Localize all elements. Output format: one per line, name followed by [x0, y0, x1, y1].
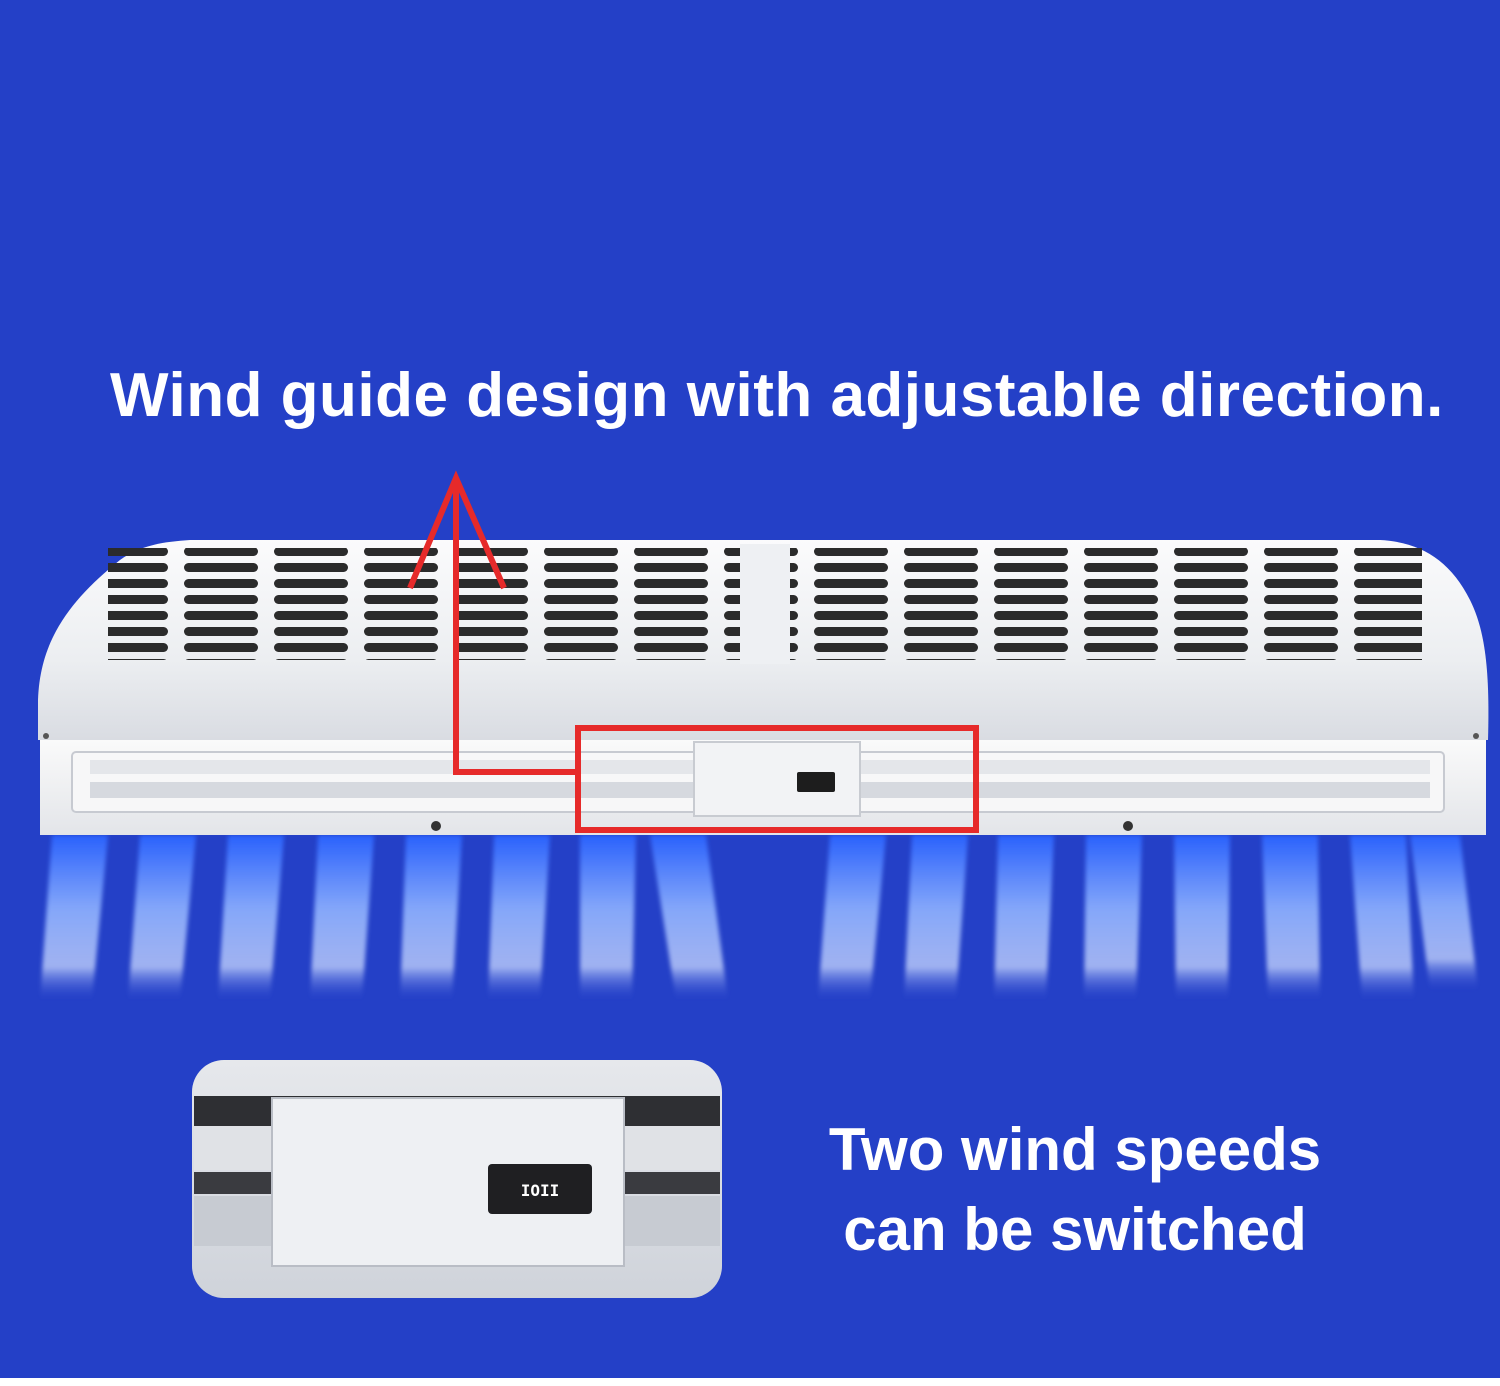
airflow-stream [994, 835, 1054, 1000]
caption: Two wind speeds can be switched [795, 1110, 1355, 1270]
vent-grille-left [108, 548, 740, 660]
vent-grille-right [790, 548, 1422, 660]
airflow-streams [40, 835, 1478, 1000]
center-divider [740, 544, 790, 664]
rocker-switch-icon [488, 1164, 592, 1214]
caption-line-2: can be switched [843, 1196, 1307, 1263]
airflow-stream [818, 835, 886, 1000]
airflow-stream [128, 835, 196, 1000]
bottom-border [0, 1378, 1500, 1386]
airflow-stream [488, 835, 550, 1000]
screw [1123, 821, 1133, 831]
screw [431, 821, 441, 831]
airflow-stream [310, 835, 374, 1000]
screw [43, 733, 49, 739]
airflow-stream [1262, 835, 1320, 1000]
airflow-stream [1410, 835, 1478, 990]
airflow-stream [40, 835, 108, 1000]
switch-housing [693, 741, 861, 817]
switch-highlight-box [575, 725, 979, 833]
airflow-stream [1084, 835, 1142, 1000]
airflow-stream [1350, 835, 1414, 1000]
switch-closeup-inset: IOII [192, 1060, 722, 1298]
switch-marking: IOII [521, 1181, 560, 1200]
red-arrow-up-icon [407, 470, 580, 775]
airflow-stream [580, 835, 636, 1000]
airflow-stream [650, 835, 728, 1000]
rocker-switch-icon [797, 772, 835, 792]
headline: Wind guide design with adjustable direct… [110, 361, 1444, 430]
airflow-stream [400, 835, 462, 1000]
airflow-stream [1174, 835, 1230, 1000]
caption-line-1: Two wind speeds [828, 1116, 1322, 1183]
airflow-stream [904, 835, 968, 1000]
air-curtain-unit [38, 540, 1489, 835]
screw [1473, 733, 1479, 739]
airflow-stream [218, 835, 284, 1000]
